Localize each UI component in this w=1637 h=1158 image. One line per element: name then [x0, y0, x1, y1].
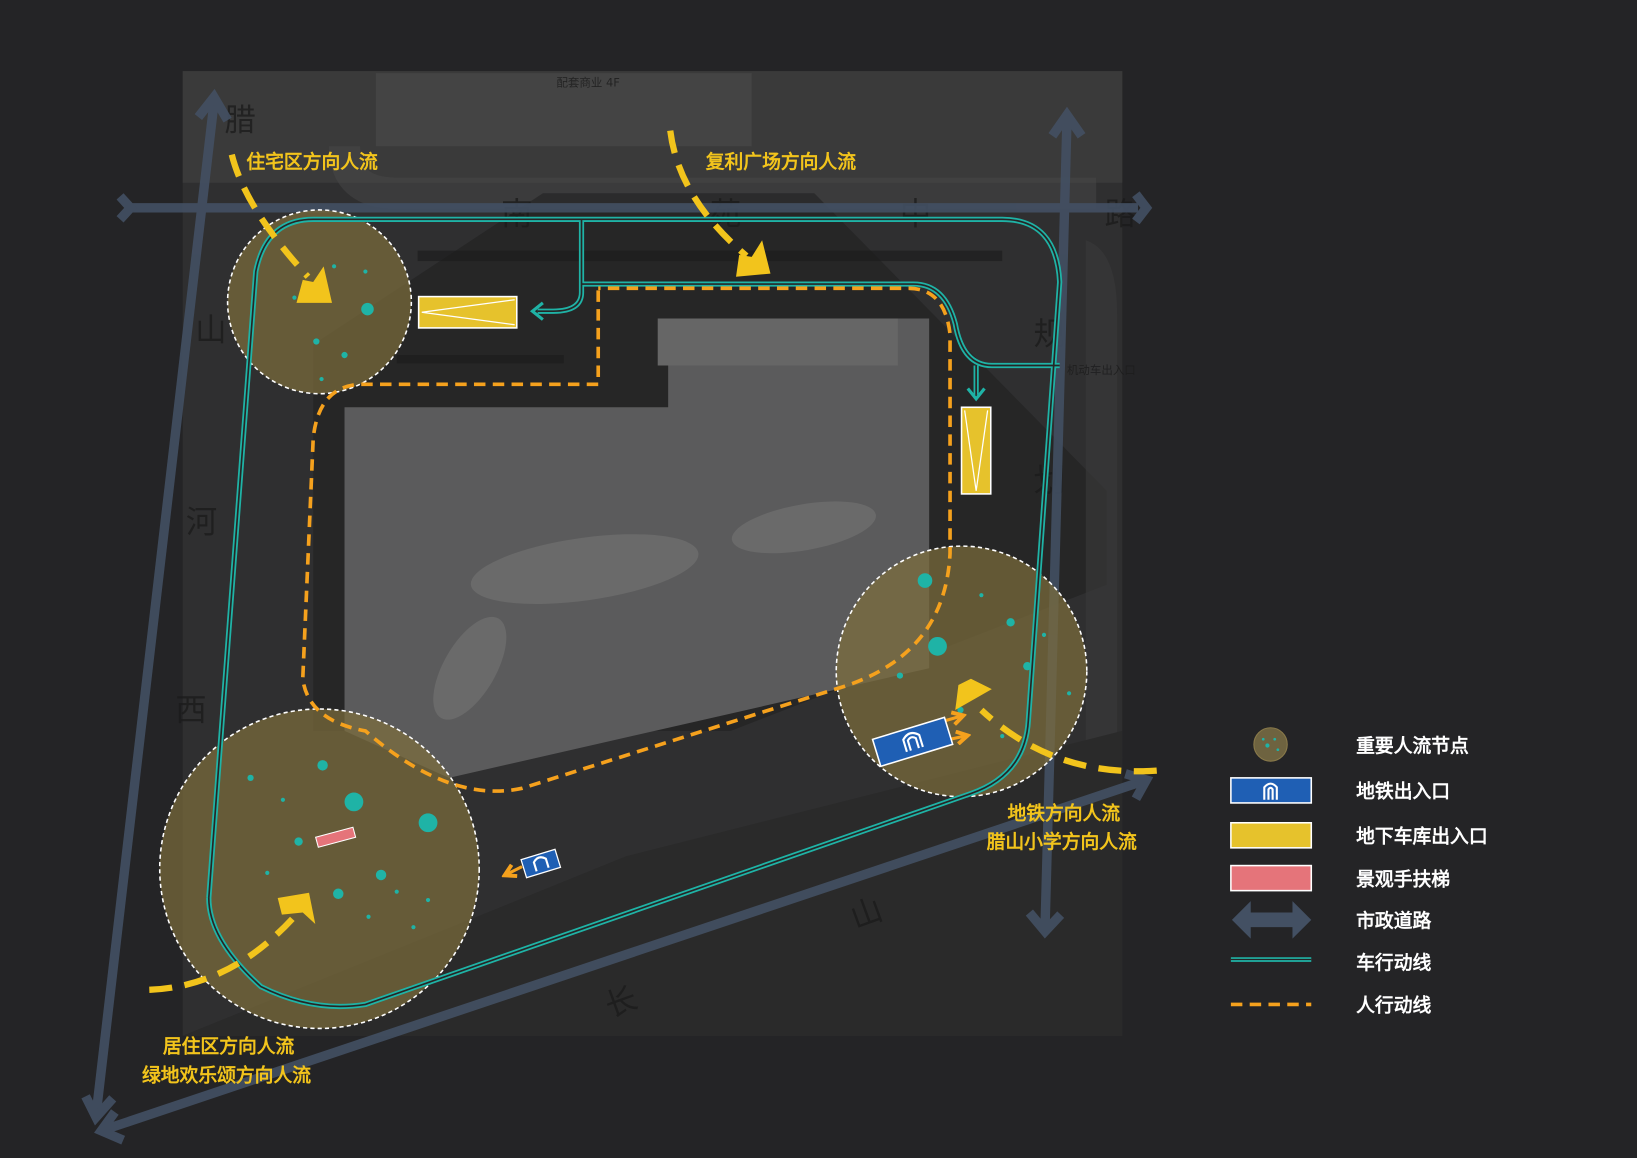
road-arrowhead — [81, 1094, 117, 1126]
road-arrowhead — [1048, 106, 1086, 139]
municipal-roads — [81, 88, 1154, 1145]
flow-arrowhead-icon — [296, 266, 332, 303]
flow-arrows — [149, 130, 1157, 993]
legend: 重要人流节点 地铁出入口 地下车库出入口 景观手扶梯 市政道路 车行动线 人行动… — [1230, 727, 1488, 1017]
pedestrian-arrow-icon — [507, 867, 523, 874]
map-label-zhong: 中 — [900, 197, 931, 233]
map-label-shan-west: 山 — [195, 312, 226, 348]
map-label-commercial: 配套商业 4F — [556, 76, 619, 90]
road-east — [1040, 120, 1072, 928]
road-arrowhead — [1025, 909, 1065, 939]
legend-label: 地下车库出入口 — [1356, 825, 1487, 848]
crowd-node-icon — [1253, 727, 1288, 762]
legend-label: 地铁出入口 — [1356, 780, 1450, 803]
car-arrow-icon — [966, 387, 986, 402]
crowd-node-east — [835, 545, 1088, 798]
pedestrian-arrow-icon — [949, 736, 965, 739]
car-arrow-icon — [529, 301, 544, 321]
pedestrian-arrow-icon — [945, 716, 961, 720]
legend-label: 重要人流节点 — [1356, 734, 1469, 757]
label-residential-north: 住宅区方向人流 — [246, 150, 378, 173]
subway-entrance-south — [520, 848, 562, 879]
car-path — [206, 216, 1063, 1010]
label-fuli-plaza: 复利广场方向人流 — [705, 150, 856, 173]
escalator-icon — [314, 826, 357, 848]
crowd-node-south — [158, 708, 480, 1030]
crowd-nodes — [158, 209, 1088, 1030]
flow-arrow-residential-south — [149, 916, 295, 993]
map-label-vehicle-entrance: 机动车出入口 — [1067, 363, 1136, 377]
map-label-he: 河 — [186, 505, 217, 541]
map-label-la: 腊 — [224, 103, 255, 139]
label-residential-south: 居住区方向人流 — [163, 1034, 295, 1057]
label-subway-direction: 地铁方向人流 — [1007, 802, 1120, 825]
road-arrowhead — [116, 193, 137, 223]
map-label-lu: 路 — [1105, 197, 1136, 233]
legend-label: 景观手扶梯 — [1356, 867, 1450, 890]
flow-arrowhead-icon — [955, 678, 992, 711]
legend-label: 车行动线 — [1356, 951, 1431, 974]
subway-entrance-icon — [1230, 777, 1313, 804]
road-arrowhead — [194, 88, 232, 123]
road-arrow-icon — [1231, 901, 1312, 939]
label-lashan-school: 腊山小学方向人流 — [986, 830, 1137, 853]
pedestrian-path — [300, 286, 952, 793]
road-arrowhead — [1132, 191, 1153, 225]
road-arrowhead — [1124, 769, 1154, 802]
subway-entrance-east — [871, 716, 954, 768]
map-label-nan: 南 — [501, 197, 532, 233]
map-label-xi: 西 — [175, 692, 206, 728]
flow-arrow-fuli-plaza — [667, 130, 749, 259]
road-arrowhead — [94, 1109, 126, 1145]
road-south — [102, 776, 1145, 1135]
flow-arrowhead-icon — [736, 240, 771, 277]
flow-arrowhead-icon — [277, 892, 316, 925]
legend-label: 人行动线 — [1356, 994, 1431, 1017]
label-greenland: 绿地欢乐颂方向人流 — [142, 1064, 311, 1087]
garage-entrance-east — [960, 406, 992, 495]
garage-entrance-north — [417, 295, 518, 329]
road-west — [91, 101, 219, 1116]
escalator-icon — [1230, 864, 1313, 892]
garage-entrance-icon — [1230, 821, 1313, 849]
flow-arrow-residential-north — [228, 153, 311, 279]
legend-label: 市政道路 — [1356, 909, 1431, 932]
